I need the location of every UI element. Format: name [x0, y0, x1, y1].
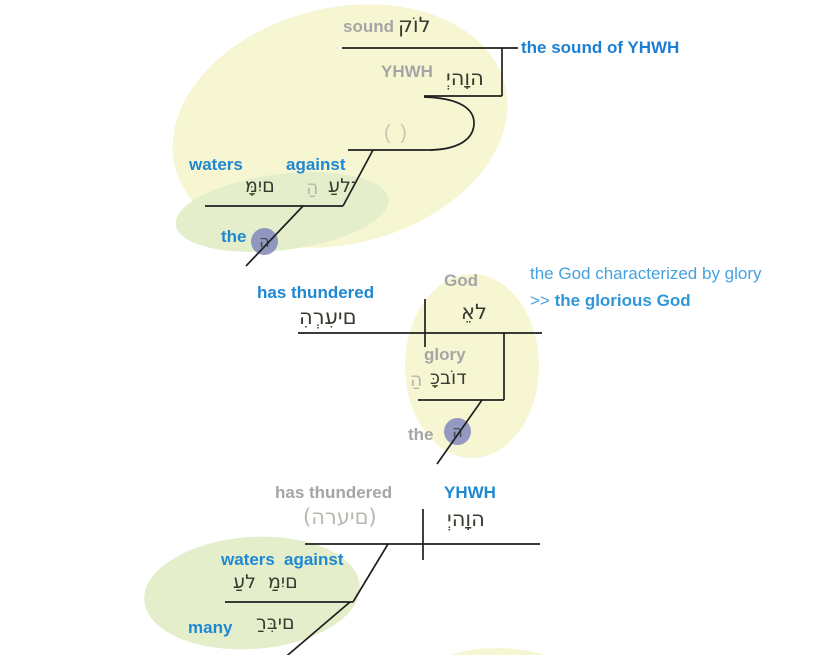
gloss-against-1[interactable]: against	[286, 155, 346, 174]
hebrew-al-2[interactable]: עַל	[233, 571, 256, 593]
hebrew-el[interactable]: אֵל	[461, 300, 487, 324]
hebrew-mayim-1[interactable]: מָּיִם	[245, 175, 275, 197]
highlight-ellipse-clause4-partial[interactable]	[411, 648, 583, 655]
hebrew-qol[interactable]: קוֹל	[398, 13, 431, 37]
hebrew-yhwh-2[interactable]: יְהוָה	[447, 507, 485, 531]
annotation-glorious-god-line2[interactable]: >> the glorious God	[530, 291, 691, 311]
article-circle-glory[interactable]: ה	[444, 418, 471, 445]
gloss-against-2[interactable]: against	[284, 550, 344, 569]
article-circle-waters[interactable]: ה	[251, 228, 278, 255]
elided-predicate-placeholder[interactable]: ( )	[384, 122, 409, 144]
gloss-many[interactable]: many	[188, 618, 233, 637]
hebrew-article-ha-1[interactable]: הַ	[306, 177, 319, 199]
gloss-the-2[interactable]: the	[408, 425, 434, 444]
gloss-has-thundered-2[interactable]: has thundered	[275, 483, 393, 502]
gloss-glory[interactable]: glory	[424, 345, 466, 364]
hebrew-hirim-1[interactable]: הִרְעִים	[299, 305, 357, 329]
annotation-bold-text: the glorious God	[554, 291, 691, 310]
gloss-the-1[interactable]: the	[221, 227, 247, 246]
gloss-waters-1[interactable]: waters	[189, 155, 243, 174]
gloss-yhwh-2[interactable]: YHWH	[444, 483, 496, 502]
gloss-waters-2[interactable]: waters	[221, 550, 275, 569]
annotation-glorious-god-line1[interactable]: the God characterized by glory	[530, 264, 762, 283]
gloss-sound[interactable]: sound	[343, 17, 394, 36]
gloss-has-thundered-1[interactable]: has thundered	[257, 283, 375, 302]
hebrew-mayim-2[interactable]: מַיִם	[268, 571, 298, 593]
hebrew-rabbim[interactable]: רַבִּים	[256, 612, 295, 634]
hebrew-al-1[interactable]: עַל־	[328, 175, 358, 197]
article-letter: ה	[452, 422, 463, 441]
annotation-sound-of-yhwh[interactable]: the sound of YHWH	[521, 38, 680, 57]
gloss-god[interactable]: God	[444, 271, 478, 290]
hebrew-kavod[interactable]: כָּבוֹד	[430, 367, 467, 389]
annotation-prefix: >>	[530, 291, 555, 310]
hebrew-yhwh-1[interactable]: יְהוָה	[446, 66, 484, 90]
hebrew-hirim-elided[interactable]: (הרעים)	[303, 505, 377, 529]
gloss-yhwh-1[interactable]: YHWH	[381, 62, 433, 81]
hebrew-article-ha-2[interactable]: הַ	[410, 369, 423, 391]
article-letter: ה	[259, 232, 270, 251]
